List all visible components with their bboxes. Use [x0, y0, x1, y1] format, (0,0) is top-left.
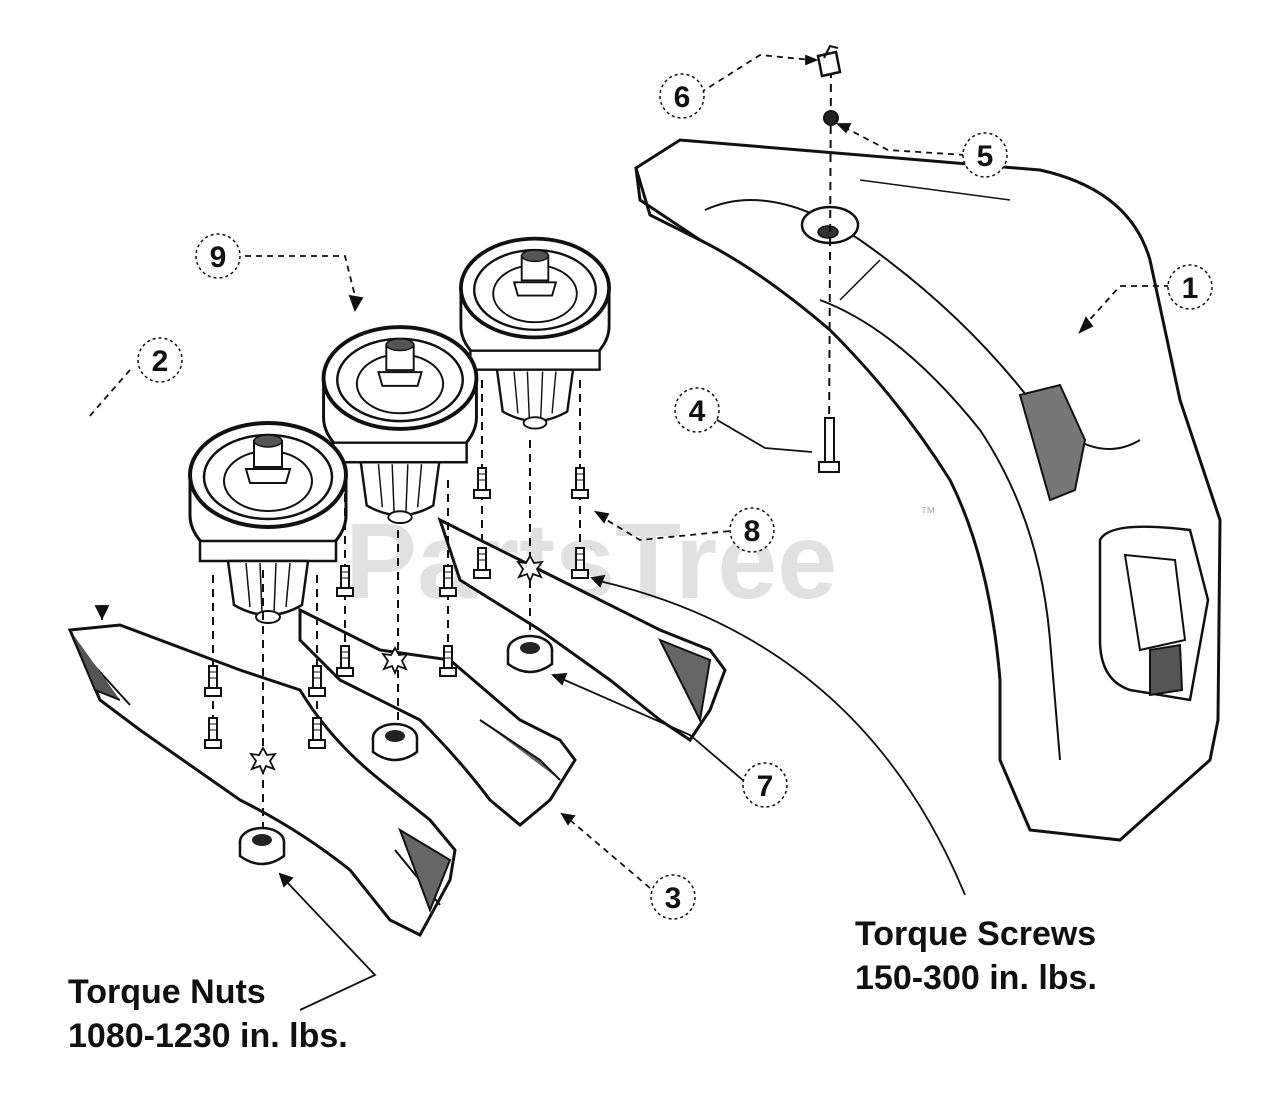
- callout-7: 7: [742, 762, 788, 808]
- blade-middle: [298, 607, 577, 827]
- clip-part-6: [816, 44, 842, 78]
- callout-9: 9: [195, 233, 241, 279]
- cover-hardware: [816, 44, 842, 473]
- callout-9-label: 9: [210, 241, 227, 274]
- leader-lines: [87, 54, 1170, 1011]
- deck-belt-cover: [634, 138, 1222, 842]
- watermark-trademark: ™: [920, 505, 936, 522]
- torque-nuts-title: Torque Nuts: [68, 973, 266, 1011]
- callout-4-label: 4: [689, 395, 706, 428]
- callout-1-label: 1: [1182, 272, 1199, 305]
- callout-3: 3: [650, 874, 696, 920]
- callout-2-label: 2: [152, 345, 169, 378]
- spindle-assembly-right: [458, 236, 611, 431]
- callout-6-label: 6: [674, 81, 691, 114]
- washer-part-5: [823, 110, 839, 126]
- callout-8: 8: [729, 507, 775, 553]
- torque-nuts-note: Torque Nuts 1080-1230 in. lbs.: [68, 970, 348, 1058]
- callout-4: 4: [674, 387, 720, 433]
- blade-rear: [437, 517, 727, 743]
- callout-5: 5: [962, 132, 1008, 178]
- callout-5-label: 5: [977, 140, 994, 173]
- callout-6: 6: [659, 73, 705, 119]
- torque-screws-title: Torque Screws: [855, 915, 1097, 953]
- torque-nuts-spec: 1080-1230 in. lbs.: [68, 1017, 348, 1055]
- callout-8-label: 8: [744, 515, 761, 548]
- torque-screws-note: Torque Screws 150-300 in. lbs.: [855, 912, 1097, 1000]
- torque-screws-spec: 150-300 in. lbs.: [855, 959, 1097, 997]
- screw-part-4: [818, 417, 840, 473]
- callout-2: 2: [137, 337, 183, 383]
- callout-1: 1: [1167, 264, 1213, 310]
- callout-3-label: 3: [665, 882, 682, 915]
- callout-7-label: 7: [757, 770, 774, 803]
